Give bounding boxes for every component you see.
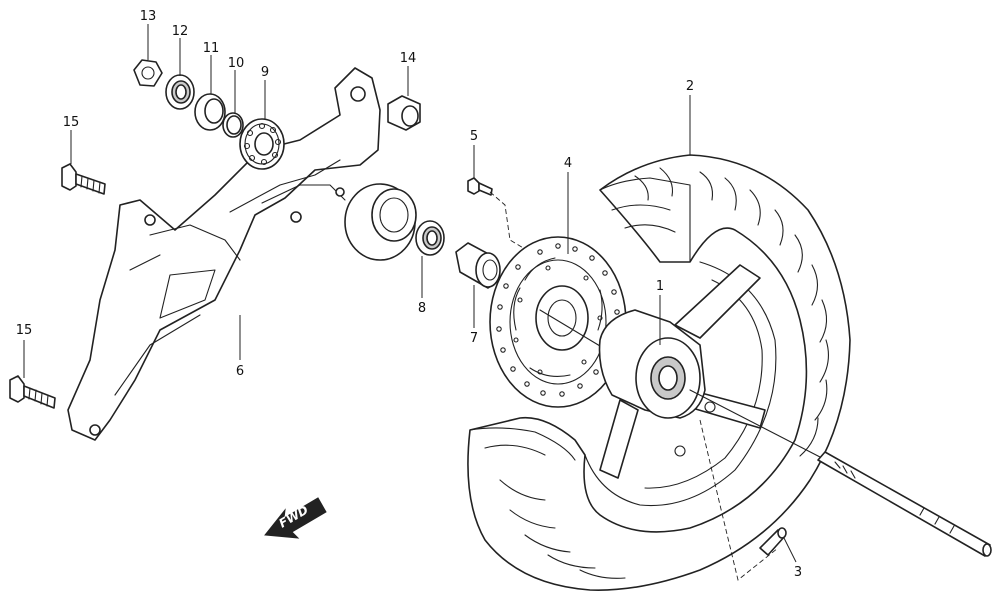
callout-labels: 13 12 11 10 9 14 15 15 6 5 4 8 7 2 1 3 xyxy=(16,9,802,580)
wheel-rim-part-1 xyxy=(584,261,777,507)
callout-3: 3 xyxy=(794,565,802,580)
callout-5: 5 xyxy=(470,129,478,144)
callout-11: 11 xyxy=(203,41,220,56)
tire-part-2 xyxy=(467,154,851,591)
callout-10: 10 xyxy=(228,56,245,71)
callout-15-lower: 15 xyxy=(16,323,33,338)
circlip-part-10 xyxy=(222,112,244,138)
bolt-part-15-upper xyxy=(61,163,106,195)
callout-1: 1 xyxy=(656,279,664,294)
callout-2: 2 xyxy=(686,79,694,94)
axle-centerline xyxy=(689,389,821,458)
swing-arm xyxy=(67,67,417,441)
oil-seal-part-8 xyxy=(415,220,445,256)
bolt-alignment-line xyxy=(489,191,531,253)
callout-6: 6 xyxy=(236,364,244,379)
collar-part-7 xyxy=(455,242,501,289)
forward-direction-arrow: FWD xyxy=(264,497,327,539)
callout-4: 4 xyxy=(564,156,572,171)
nut-part-13 xyxy=(133,59,163,87)
disc-bolt-part-5 xyxy=(467,177,493,196)
callout-9: 9 xyxy=(261,65,269,80)
callout-7: 7 xyxy=(470,331,478,346)
callout-12: 12 xyxy=(172,24,189,39)
valve-part-3 xyxy=(759,527,787,556)
bearing-part-9 xyxy=(239,118,285,170)
leader-lines xyxy=(23,24,797,563)
axle-centerline-disc xyxy=(539,309,611,353)
callout-8: 8 xyxy=(418,301,426,316)
spacer-part-14 xyxy=(387,95,421,131)
callout-14: 14 xyxy=(400,51,417,66)
callout-15-upper: 15 xyxy=(63,115,80,130)
collar-part-11 xyxy=(194,93,226,131)
bolt-part-15-lower xyxy=(9,375,56,409)
callout-13: 13 xyxy=(140,9,157,24)
rear-axle xyxy=(817,451,992,557)
oil-seal-part-12 xyxy=(165,74,195,110)
tire-tread-pattern xyxy=(499,167,829,579)
valve-alignment-line xyxy=(699,419,779,581)
